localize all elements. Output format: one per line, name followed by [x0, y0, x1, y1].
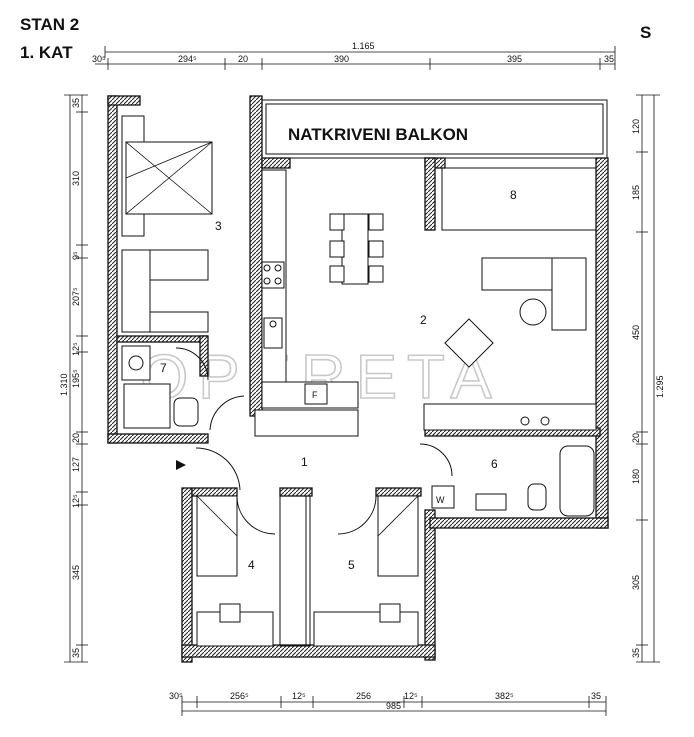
- dim-top-total: 1.165: [352, 41, 375, 51]
- dim-left-4: 207⁵: [71, 287, 81, 306]
- dim-left-1: 35: [71, 98, 81, 108]
- dim-right-3: 450: [631, 325, 641, 340]
- room-label-5: 5: [348, 558, 355, 572]
- room-label-6: 6: [491, 457, 498, 471]
- dim-bottom-7: 35: [591, 691, 601, 701]
- dim-top-5: 395: [507, 54, 522, 64]
- dim-top-6: 35: [604, 54, 614, 64]
- dim-right-7: 35: [631, 648, 641, 658]
- living-room-furniture: [423, 257, 597, 431]
- dim-bottom-3: 12⁵: [292, 691, 306, 701]
- balcony-label: NATKRIVENI BALKON: [288, 125, 468, 144]
- bedroom-5-furniture: [313, 495, 419, 647]
- dim-left-3: 9⁵: [71, 251, 81, 260]
- entrance-door-swing: [195, 447, 241, 491]
- dim-right-4: 20: [631, 433, 641, 443]
- dim-bottom-4: 256: [356, 691, 371, 701]
- bedroom-3-furniture: [121, 115, 213, 333]
- room-label-8: 8: [510, 188, 517, 202]
- left-dimension-lines: [64, 94, 88, 663]
- top-dimension-lines: [95, 46, 616, 70]
- dim-top-4: 390: [334, 54, 349, 64]
- room-label-7: 7: [160, 361, 167, 375]
- dim-top-1: 30⁵: [92, 54, 106, 64]
- dim-left-6: 195⁵: [71, 369, 81, 388]
- dim-right-2: 185: [631, 185, 641, 200]
- dim-top-3: 20: [238, 54, 248, 64]
- fridge-label: F: [312, 390, 318, 400]
- dim-left-8: 127: [71, 457, 81, 472]
- dim-right-5: 180: [631, 469, 641, 484]
- dining-table: [329, 213, 384, 285]
- kitchen: [254, 169, 359, 437]
- plan-title-line1: STAN 2: [20, 15, 79, 34]
- compass-label: S: [640, 23, 651, 42]
- dim-left-7: 20: [71, 433, 81, 443]
- room-8: [441, 167, 597, 231]
- dim-left-5: 12⁵: [71, 342, 81, 356]
- dim-right-1: 120: [631, 119, 641, 134]
- dim-left-11: 35: [71, 648, 81, 658]
- bathroom-6-fixtures: [419, 443, 595, 517]
- dim-left-2: 310: [71, 171, 81, 186]
- room-label-2: 2: [420, 313, 427, 327]
- dim-bottom-total: 985: [386, 701, 401, 711]
- dim-left-9: 12⁵: [71, 494, 81, 508]
- room-label-3: 3: [215, 219, 222, 233]
- plan-title-line2: 1. KAT: [20, 43, 73, 62]
- washer-label: W: [436, 495, 445, 505]
- bedroom-4-furniture: [196, 495, 276, 647]
- dim-bottom-2: 256⁵: [230, 691, 249, 701]
- room-label-4: 4: [248, 558, 255, 572]
- dim-top-2: 294⁵: [178, 54, 197, 64]
- entrance-arrow-icon: [176, 460, 186, 470]
- dim-bottom-1: 30⁵: [169, 691, 183, 701]
- room-label-1: 1: [301, 455, 308, 469]
- bottom-dimension-lines: [181, 696, 607, 716]
- dim-bottom-6: 382⁵: [495, 691, 514, 701]
- dim-left-total: 1.310: [59, 373, 69, 396]
- dim-bottom-5: 12⁵: [404, 691, 418, 701]
- dim-right-6: 305: [631, 575, 641, 590]
- right-dimension-lines: [636, 94, 660, 663]
- room-7-fixtures: [121, 345, 245, 431]
- walls: [107, 95, 609, 663]
- dim-right-total: 1.295: [655, 375, 665, 398]
- dim-left-10: 345: [71, 565, 81, 580]
